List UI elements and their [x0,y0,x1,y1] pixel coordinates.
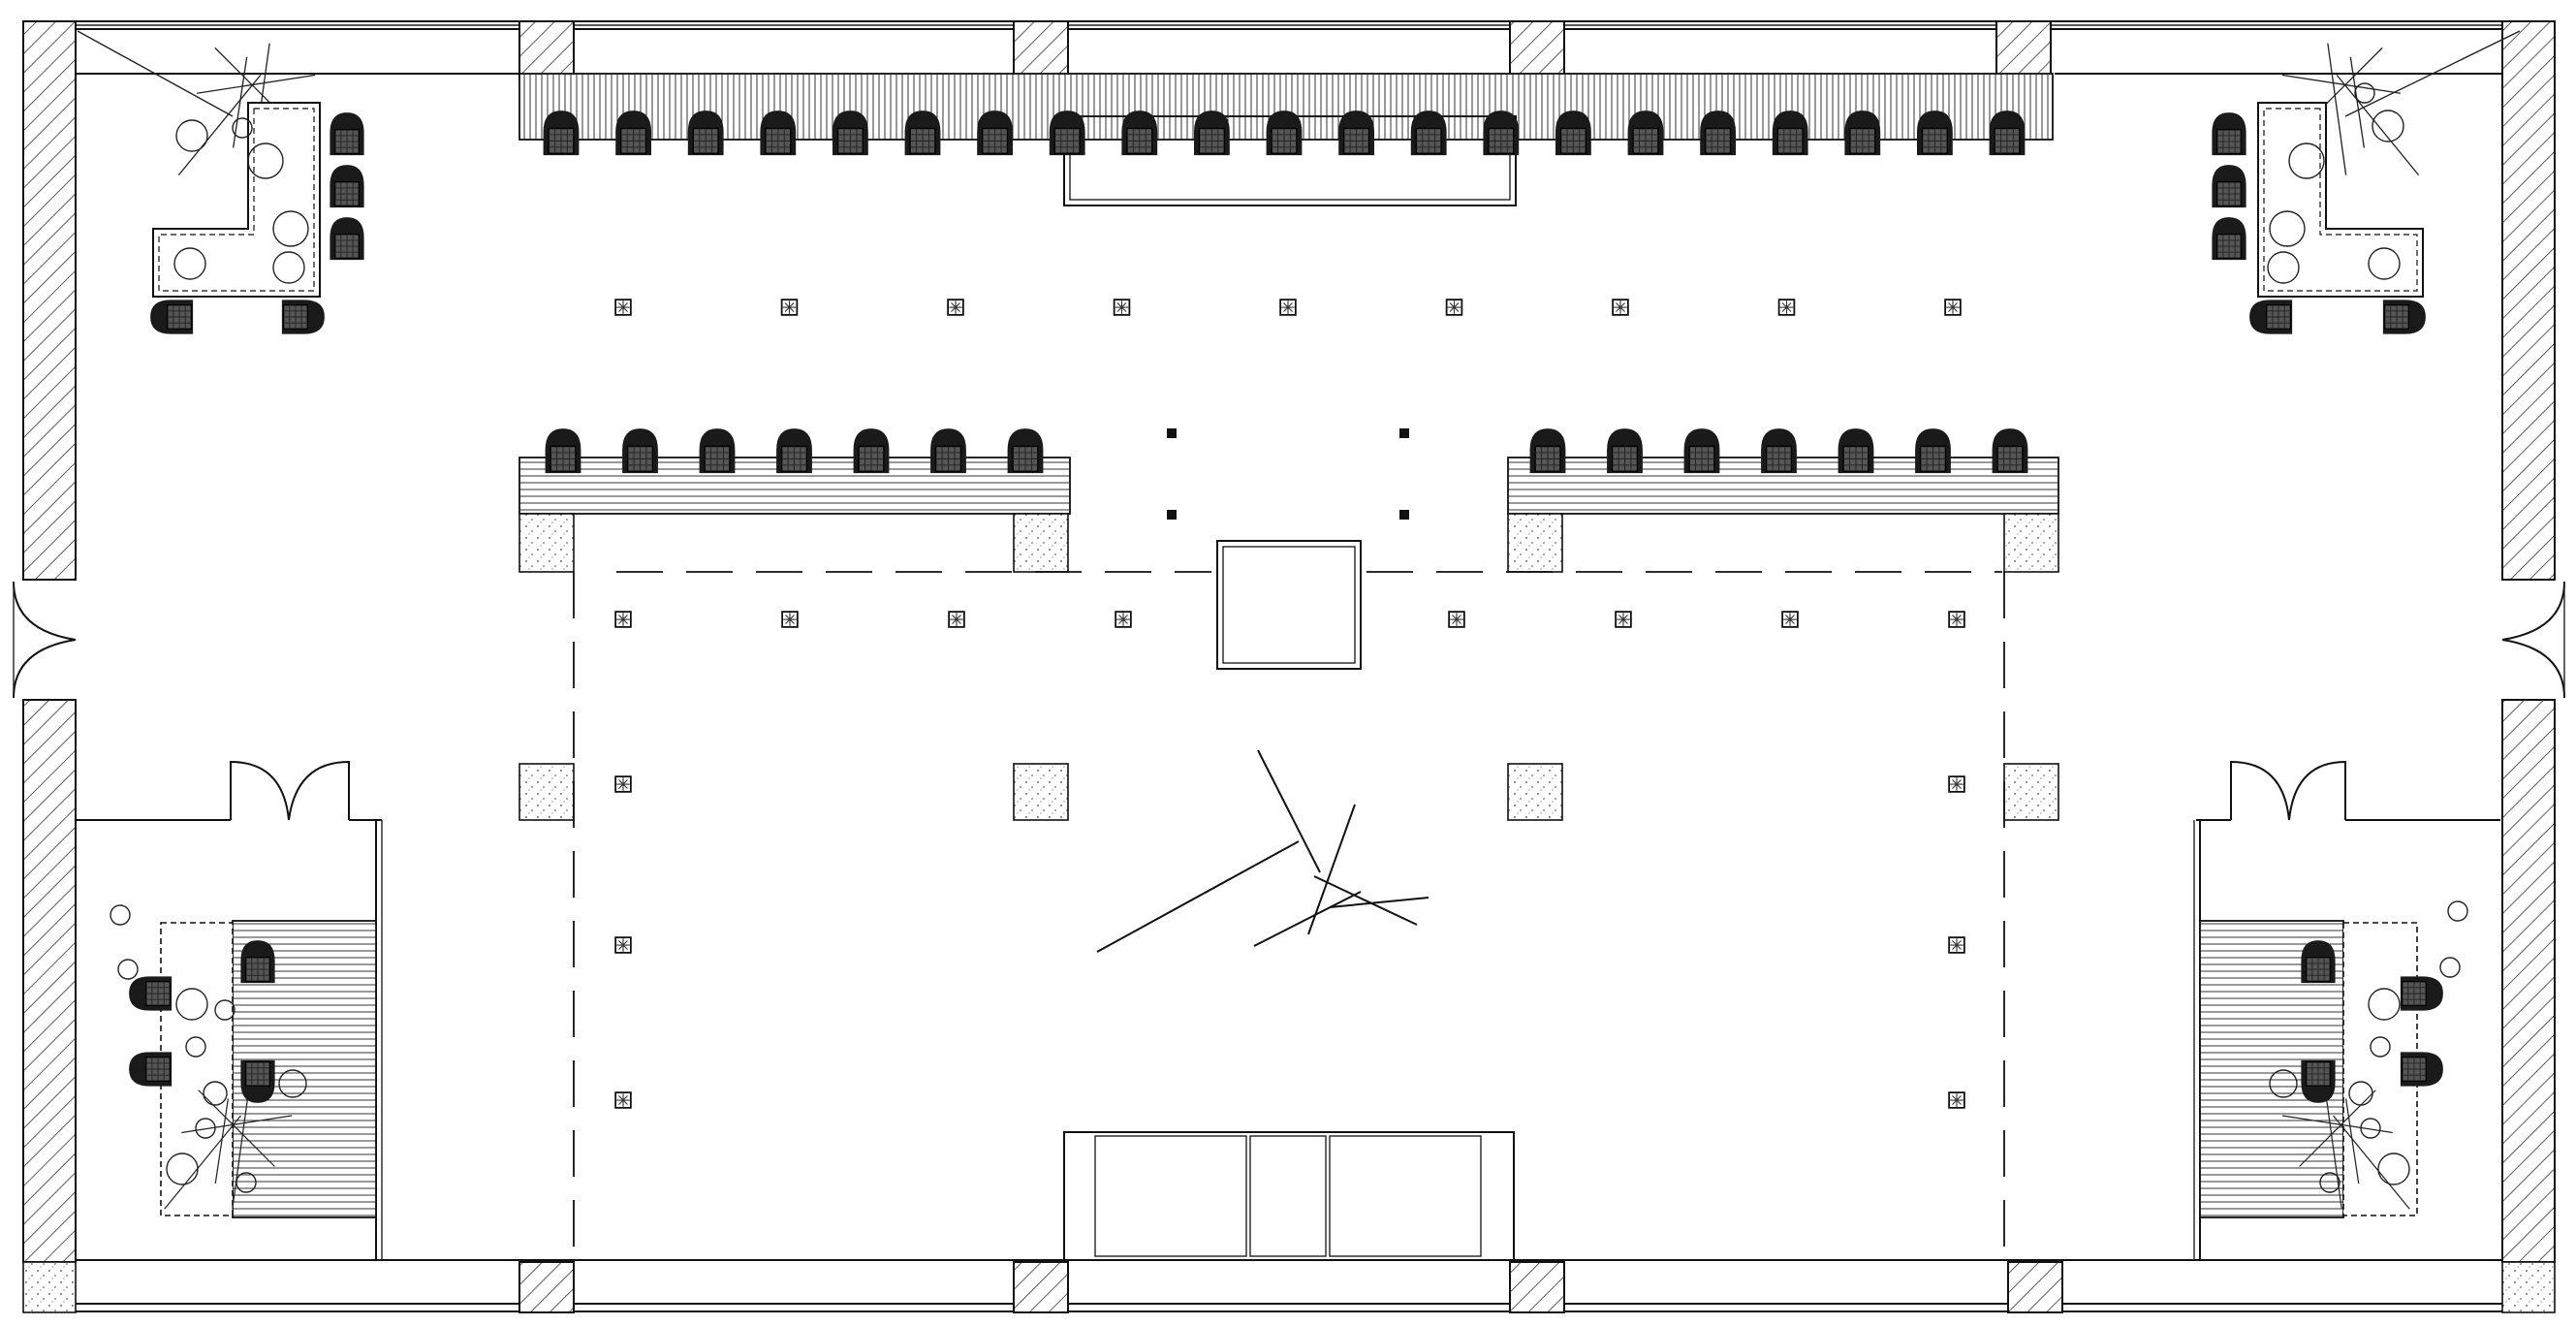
chair-icon [2211,164,2247,208]
fixture-icon [614,775,632,793]
top-chair-row [542,110,2026,156]
fixture-icon [1279,299,1297,316]
chair-icon [1843,110,1881,156]
top-right-lounge [2257,30,2521,298]
chair-icon [1772,110,1809,156]
chair-icon [614,110,652,156]
bottom-columns [518,1261,2063,1313]
chair-icon [128,975,173,1012]
chair-icon [1337,110,1375,156]
fixture-icon [1781,611,1799,628]
right-entry-door [2501,581,2565,699]
chair-icon [976,110,1014,156]
fixture-icon [1115,611,1132,628]
fixture-icon [1113,299,1131,316]
chair-icon [128,1051,173,1088]
fixture-icon [1615,611,1632,628]
marker-points [1167,428,1409,520]
stipple-pillars [518,513,2059,821]
fixture-icon [614,1091,632,1109]
chair-icon [1049,110,1086,156]
chair-icon [329,111,365,156]
outer-walls [22,20,2556,1313]
chair-icon [903,110,942,156]
chair-icon [1988,110,2026,156]
chair-icon [1837,427,1875,474]
chair-icon [1410,110,1448,156]
chair-icon [1528,427,1567,474]
fixture-icon [1948,775,1965,793]
chair-icon [329,164,365,208]
chair-icon [1699,110,1737,156]
chair-icon [698,427,737,474]
chair-icon [929,427,967,474]
fixture-icon [614,299,632,316]
chair-icon [2400,1051,2444,1088]
chair-icon [544,427,582,474]
chair-icon [687,110,725,156]
center-sculpture [1096,749,1429,953]
fixture-icon [1944,299,1962,316]
bottom-display-cabinet [1063,1131,1515,1261]
chair-icon [775,427,813,474]
fixture-icon [947,299,964,316]
chair-icon [542,110,581,156]
chair-icon [1916,110,1954,156]
fixture-icon [1448,611,1465,628]
chair-icon [329,216,365,261]
chair-icon [281,299,326,335]
fixture-icon [1445,299,1463,316]
chair-icon [1682,427,1721,474]
chair-icon [2211,111,2247,156]
chair-icon [832,110,869,156]
ceiling-fixtures [614,299,1965,1109]
chair-icon [239,1059,276,1104]
bottom-right-room [2193,760,2500,1260]
chair-icon [1626,110,1665,156]
chair-icon [759,110,797,156]
chair-icon [2300,939,2337,984]
chair-icon [1606,427,1644,474]
top-left-lounge [77,30,321,298]
fixture-icon [614,936,632,954]
fixture-icon [614,611,632,628]
fixture-icon [780,299,799,316]
chair-icon [1914,427,1952,474]
fixture-icon [1777,299,1796,316]
fixture-icon [1948,936,1965,954]
chair-icon [852,427,891,474]
chair-icon [1193,110,1231,156]
top-columns [518,20,2052,80]
dashed-zone [573,571,2005,1252]
chair-icon [1760,427,1798,474]
chair-icon [149,299,194,335]
chair-icon [1991,427,2029,474]
chair-icon [2400,975,2444,1012]
center-platform [1216,540,1362,670]
chair-icon [2300,1059,2337,1104]
fixture-icon [948,611,965,628]
left-entry-door [13,581,77,699]
chair-icon [2211,216,2247,261]
fixture-icon [781,611,799,628]
chair-icon [1120,110,1158,156]
chair-icon [1006,427,1045,474]
bottom-left-room [76,760,383,1260]
fixture-icon [1948,611,1965,628]
chair-icon [239,939,276,984]
chair-icon [2248,299,2293,335]
fixture-icon [1948,1091,1965,1109]
chair-icon [2382,299,2427,335]
chair-icon [621,427,659,474]
chair-icon [1482,110,1520,156]
chair-icon [1265,110,1304,156]
chair-icon [1555,110,1592,156]
fixture-icon [1612,299,1629,316]
